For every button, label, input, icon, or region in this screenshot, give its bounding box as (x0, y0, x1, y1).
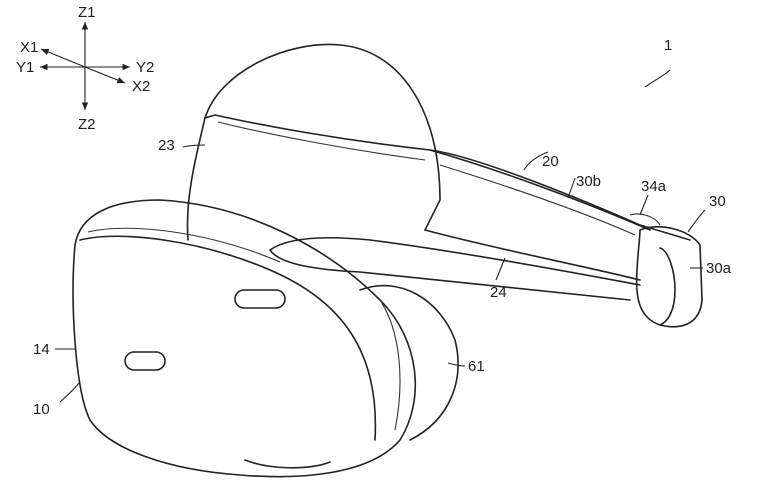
axis-x1-label: X1 (20, 39, 38, 56)
axis-z1-label: Z1 (78, 4, 96, 21)
ref-20: 20 (542, 153, 559, 170)
ref-10: 10 (33, 401, 50, 418)
leader-lines (55, 69, 706, 403)
ref-30: 30 (709, 193, 726, 210)
headset-illustration (72, 43, 703, 478)
axis-y2-label: Y2 (136, 59, 154, 76)
ref-1: 1 (664, 37, 672, 54)
axis-x2-label: X2 (132, 78, 150, 95)
coordinate-axes: Z1 Z2 Y1 Y2 X1 X2 (16, 4, 154, 133)
ref-14: 14 (33, 341, 50, 358)
ref-61: 61 (468, 358, 485, 375)
ref-30a: 30a (706, 260, 732, 277)
axis-y1-label: Y1 (16, 59, 34, 76)
ref-34a: 34a (641, 178, 667, 195)
axis-z2-label: Z2 (78, 116, 96, 133)
ref-23: 23 (158, 137, 175, 154)
ref-24: 24 (490, 284, 507, 301)
ref-30b: 30b (576, 173, 601, 190)
